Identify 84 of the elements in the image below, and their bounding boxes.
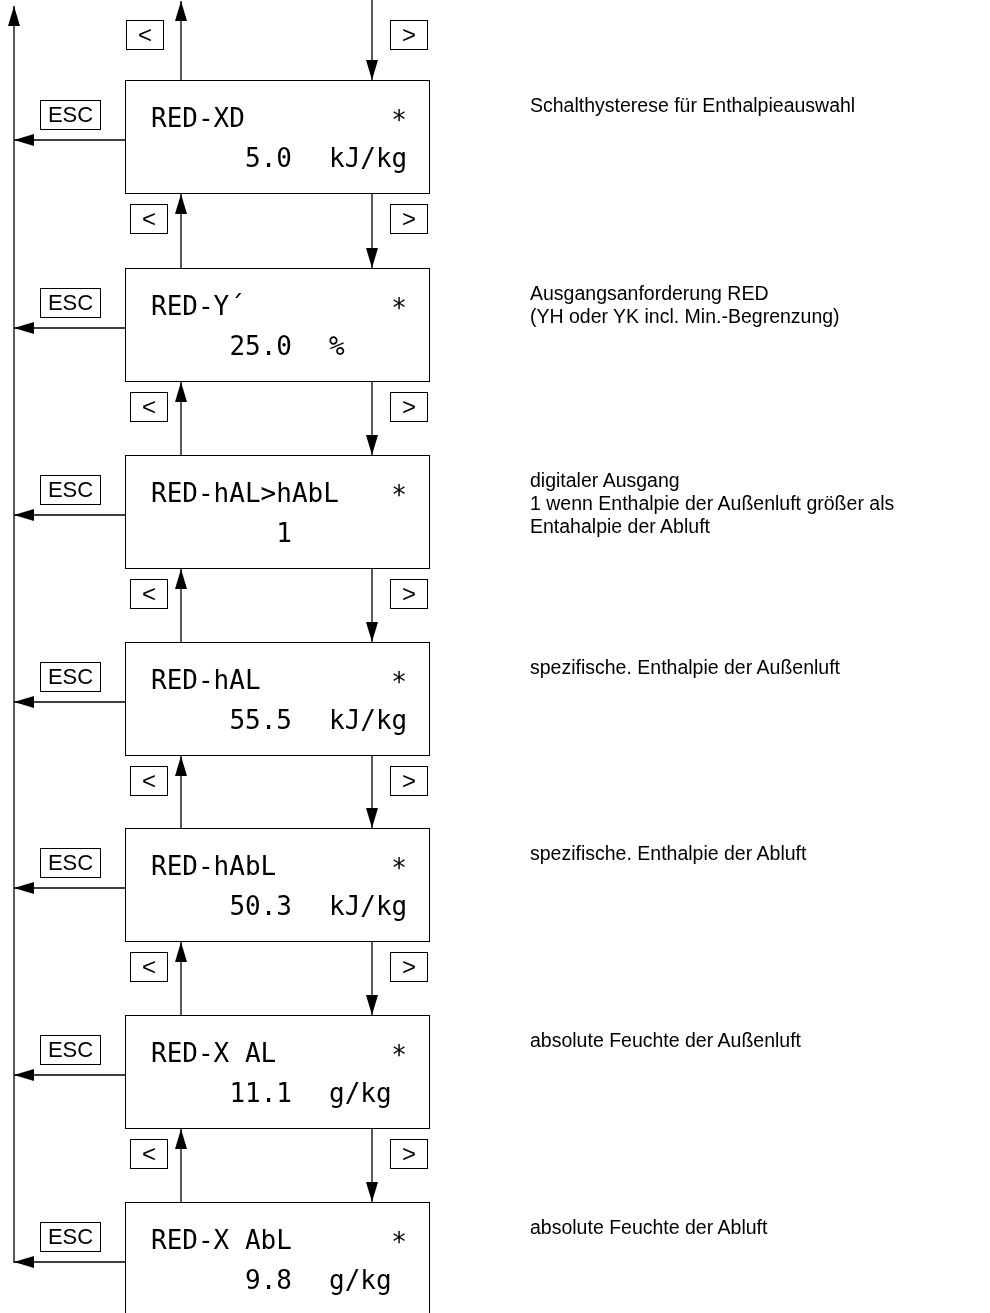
key-symbol: ESC	[40, 288, 101, 318]
description-text: spezifische. Enthalpie der Außenluft	[530, 656, 842, 679]
arrow	[13, 134, 126, 146]
key-symbol: >	[390, 1139, 428, 1169]
description-text: absolute Feuchte der Abluft	[530, 1216, 769, 1239]
key-symbol: ESC	[40, 475, 101, 505]
value-text: 1	[276, 520, 292, 546]
arrow	[13, 1256, 126, 1268]
asterisk-mark: *	[391, 855, 407, 881]
display-text: RED-X AL	[151, 1040, 277, 1066]
asterisk-mark: *	[391, 1229, 407, 1255]
unit-text: kJ/kg	[329, 145, 408, 171]
key-symbol: <	[130, 579, 168, 609]
arrow	[13, 696, 126, 708]
key-symbol: <	[130, 1139, 168, 1169]
description-text: absolute Feuchte der Außenluft	[530, 1029, 802, 1052]
key-symbol: <	[130, 952, 168, 982]
display-box	[125, 828, 430, 942]
value-text: 50.3	[229, 893, 292, 919]
display-box	[125, 80, 430, 194]
key-symbol: ESC	[40, 848, 101, 878]
display-text: RED-Y´	[151, 293, 245, 319]
display-box	[125, 1015, 430, 1129]
arrow	[175, 0, 187, 81]
unit-text: g/kg	[329, 1267, 392, 1293]
value-text: 9.8	[245, 1267, 292, 1293]
display-box	[125, 642, 430, 756]
unit-text: kJ/kg	[329, 893, 408, 919]
asterisk-mark: *	[391, 482, 407, 508]
unit-text: kJ/kg	[329, 707, 408, 733]
key-symbol: >	[390, 204, 428, 234]
asterisk-mark: *	[391, 1042, 407, 1068]
description-text: digitaler Ausgang	[530, 469, 681, 492]
display-text: RED-hAbL	[151, 853, 277, 879]
arrow	[175, 193, 187, 269]
key-symbol: ESC	[40, 662, 101, 692]
arrow	[366, 755, 378, 829]
display-text: RED-XD	[151, 105, 245, 131]
description-text: Schalthysterese für Enthalpieauswahl	[530, 94, 857, 117]
asterisk-mark: *	[391, 669, 407, 695]
arrow	[175, 755, 187, 829]
key-symbol: >	[390, 579, 428, 609]
display-box	[125, 455, 430, 569]
value-text: 5.0	[245, 145, 292, 171]
arrow	[366, 0, 378, 81]
value-text: 25.0	[229, 333, 292, 359]
key-symbol: <	[130, 766, 168, 796]
key-symbol: >	[390, 20, 428, 50]
arrow	[175, 1128, 187, 1203]
key-symbol: >	[390, 392, 428, 422]
arrow	[13, 882, 126, 894]
key-symbol: ESC	[40, 1035, 101, 1065]
display-text: RED-hAL>hAbL	[151, 480, 339, 506]
arrow	[366, 568, 378, 643]
value-text: 55.5	[229, 707, 292, 733]
description-text: Ausgangsanforderung RED	[530, 282, 770, 305]
asterisk-mark: *	[391, 107, 407, 133]
display-text: RED-X AbL	[151, 1227, 292, 1253]
unit-text: %	[329, 333, 345, 359]
arrow	[175, 568, 187, 643]
asterisk-mark: *	[391, 295, 407, 321]
key-symbol: ESC	[40, 100, 101, 130]
description-text: 1 wenn Enthalpie der Außenluft größer als Entahalpie der Abluft	[530, 492, 896, 538]
arrow	[366, 941, 378, 1016]
display-box	[125, 268, 430, 382]
description-text: (YH oder YK incl. Min.-Begrenzung)	[530, 305, 841, 328]
arrow	[13, 322, 126, 334]
unit-text: g/kg	[329, 1080, 392, 1106]
arrow	[175, 941, 187, 1016]
arrow	[13, 1069, 126, 1081]
arrow	[175, 381, 187, 456]
key-symbol: <	[130, 392, 168, 422]
arrow	[13, 509, 126, 521]
description-text: spezifische. Enthalpie der Abluft	[530, 842, 808, 865]
display-text: RED-hAL	[151, 667, 261, 693]
key-symbol: ESC	[40, 1222, 101, 1252]
key-symbol: <	[130, 204, 168, 234]
arrow	[366, 1128, 378, 1203]
arrow	[366, 193, 378, 269]
arrow	[366, 381, 378, 456]
key-symbol: >	[390, 766, 428, 796]
key-symbol: <	[126, 20, 164, 50]
value-text: 11.1	[229, 1080, 292, 1106]
key-symbol: >	[390, 952, 428, 982]
